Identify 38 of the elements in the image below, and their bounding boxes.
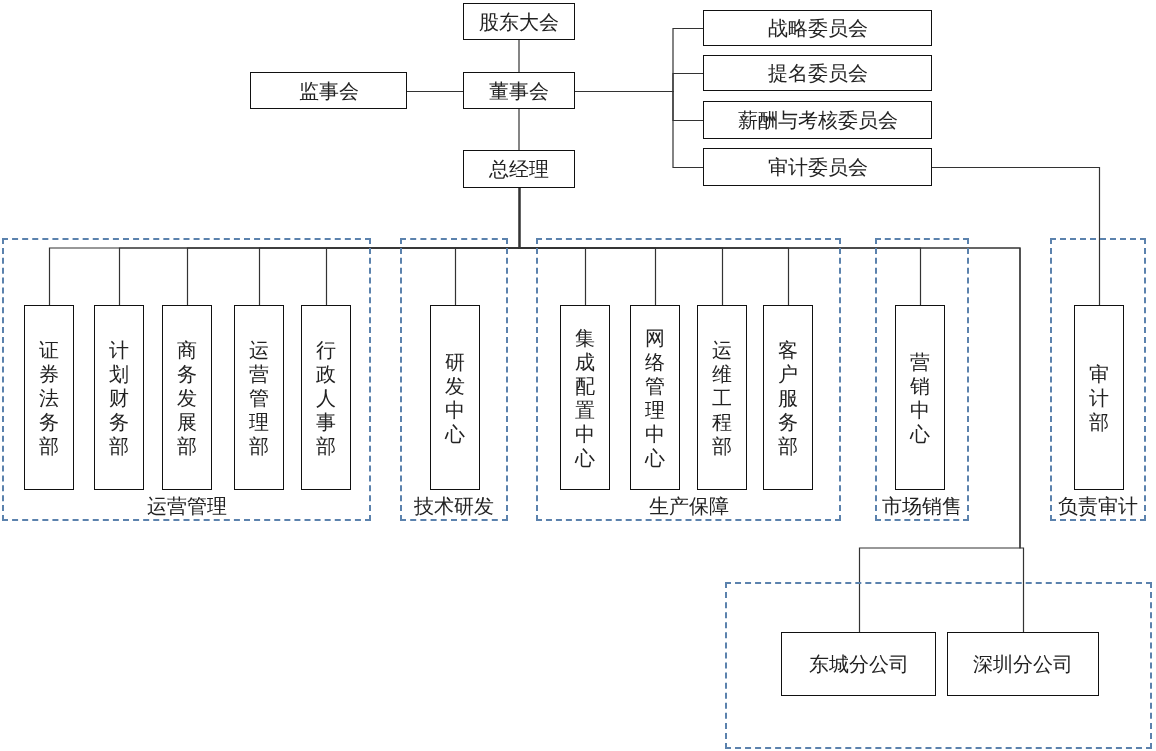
org-box: 深圳分公司 (947, 632, 1099, 696)
connector-line (406, 90, 464, 93)
org-box: 计划财务部 (94, 305, 144, 490)
org-box: 薪酬与考核委员会 (703, 101, 932, 139)
org-box: 审计部 (1074, 305, 1124, 490)
connector-line (931, 166, 1101, 306)
org-box: 研发中心 (430, 305, 480, 490)
group-title: 生产保障 (647, 495, 730, 517)
connector-line (518, 39, 520, 73)
dashed-group-frame (2, 238, 371, 521)
org-box: 战略委员会 (703, 10, 932, 46)
org-box: 行政人事部 (301, 305, 351, 490)
org-box: 营销中心 (895, 305, 945, 490)
org-box: 审计委员会 (703, 148, 932, 186)
org-box: 东城分公司 (781, 632, 936, 696)
dashed-group-frame (875, 238, 969, 521)
org-box: 运营管理部 (234, 305, 284, 490)
org-box: 提名委员会 (703, 55, 932, 91)
connector-line (518, 108, 520, 151)
connector-line (574, 90, 704, 169)
group-title: 技术研发 (413, 495, 495, 517)
dashed-group-frame (725, 582, 1152, 749)
org-box: 董事会 (463, 72, 575, 109)
org-box: 运维工程部 (697, 305, 747, 490)
dashed-group-frame (1050, 238, 1146, 521)
group-title: 运营管理 (145, 495, 228, 517)
group-title: 市场销售 (881, 495, 963, 517)
org-box: 监事会 (250, 72, 407, 109)
org-box: 证券法务部 (24, 305, 74, 490)
group-title: 负责审计 (1057, 495, 1139, 517)
org-box: 网络管理中心 (630, 305, 680, 490)
org-box: 客户服务部 (763, 305, 813, 490)
org-box: 总经理 (463, 150, 575, 188)
org-box: 股东大会 (463, 3, 575, 40)
dashed-group-frame (400, 238, 508, 521)
org-box: 商务发展部 (162, 305, 212, 490)
org-box: 集成配置中心 (560, 305, 610, 490)
dashed-group-frame (536, 238, 841, 521)
